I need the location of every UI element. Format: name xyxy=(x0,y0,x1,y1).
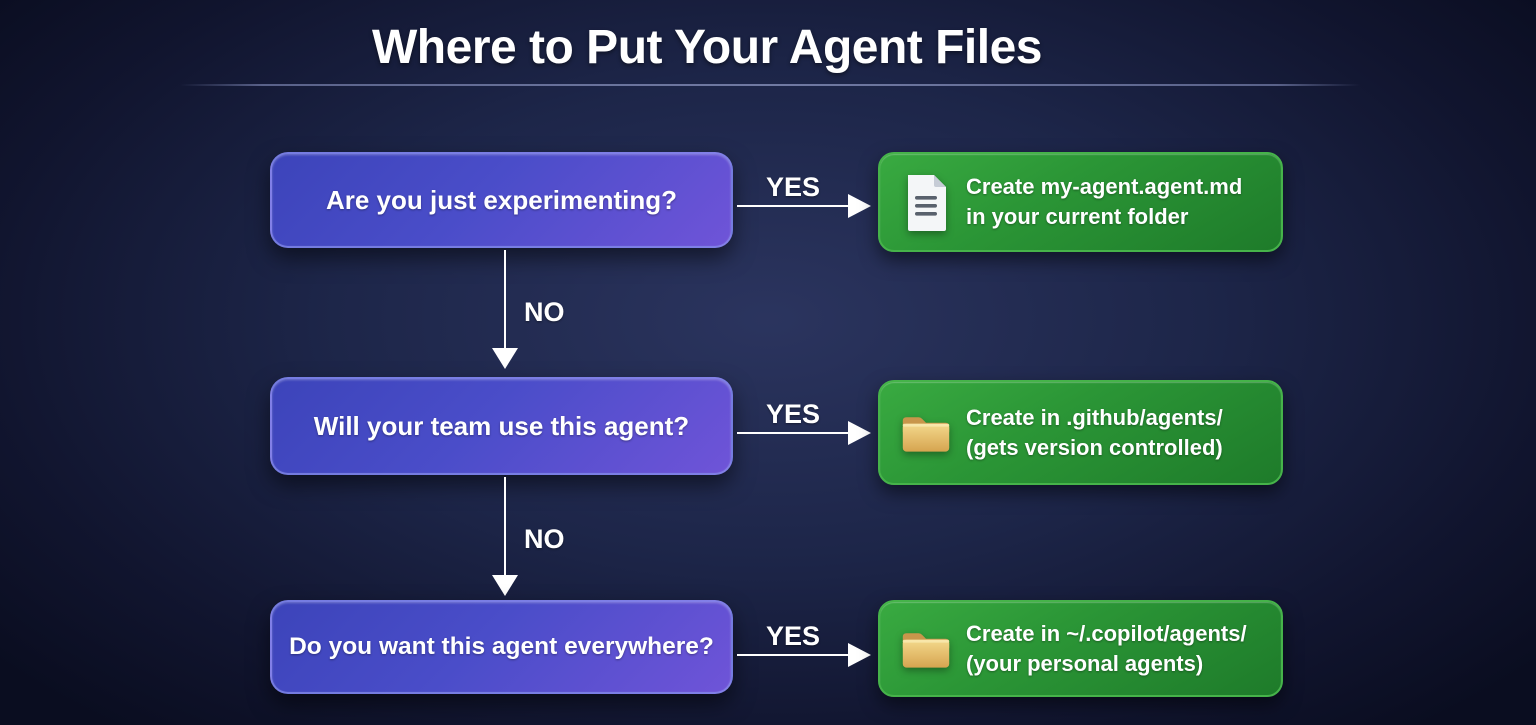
result-text: Create my-agent.agent.md in your current… xyxy=(966,172,1242,232)
yes-label: YES xyxy=(765,621,821,651)
arrow-head xyxy=(848,643,871,667)
no-label: NO xyxy=(524,524,565,554)
question-text: Are you just experimenting? xyxy=(325,184,678,215)
result-line-2: (gets version controlled) xyxy=(966,434,1223,460)
result-line-2: in your current folder xyxy=(966,204,1189,229)
arrow-head xyxy=(492,348,518,369)
arrow-head xyxy=(848,421,871,445)
yes-label: YES xyxy=(765,399,821,429)
result-line-1: Create in .github/agents/ xyxy=(966,404,1223,430)
result-line-1: Create in ~/.copilot/agents/ xyxy=(966,620,1247,646)
result-box-current-folder: Create my-agent.agent.md in your current… xyxy=(878,152,1283,252)
no-label: NO xyxy=(524,297,565,327)
arrow-line xyxy=(503,250,507,348)
yes-label: YES xyxy=(765,172,821,202)
result-line-1: Create my-agent.agent.md xyxy=(966,174,1243,199)
arrow-head xyxy=(848,194,871,218)
result-line-2: (your personal agents) xyxy=(966,650,1204,676)
result-text: Create in .github/agents/ (gets version … xyxy=(966,403,1223,463)
folder-icon xyxy=(900,626,952,672)
arrow-line xyxy=(503,477,507,575)
question-box-agent-everywhere: Do you want this agent everywhere? xyxy=(270,600,733,694)
folder-icon xyxy=(900,410,952,456)
document-icon xyxy=(900,173,952,231)
question-box-team-use: Will your team use this agent? xyxy=(270,377,733,475)
page-title: Where to Put Your Agent Files xyxy=(372,21,1043,74)
arrow-line xyxy=(737,204,849,208)
question-text: Do you want this agent everywhere? xyxy=(289,633,714,660)
title-divider xyxy=(180,84,1360,86)
arrow-line xyxy=(737,653,849,657)
question-text: Will your team use this agent? xyxy=(313,410,690,441)
result-text: Create in ~/.copilot/agents/ (your perso… xyxy=(966,619,1247,679)
arrow-head xyxy=(492,575,518,596)
arrow-line xyxy=(737,431,849,435)
question-box-experimenting: Are you just experimenting? xyxy=(270,152,733,248)
result-box-copilot-agents: Create in ~/.copilot/agents/ (your perso… xyxy=(878,600,1283,697)
result-box-github-agents: Create in .github/agents/ (gets version … xyxy=(878,380,1283,485)
